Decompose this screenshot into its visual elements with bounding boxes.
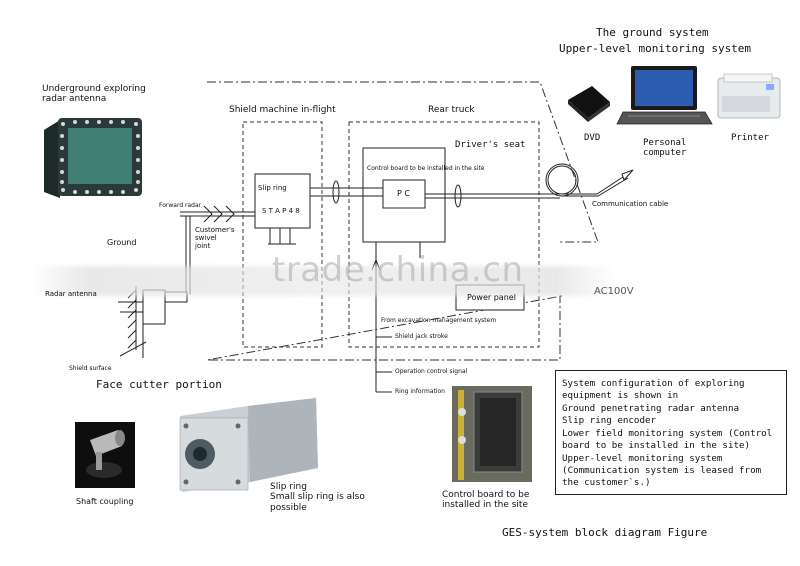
- shield-surface-label: Shield surface: [69, 366, 112, 372]
- config-line: Upper-level monitoring system: [562, 453, 780, 465]
- communication-cable-label: Communication cable: [592, 201, 668, 208]
- personal-computer-icon: [617, 66, 712, 124]
- shaft-coupling-photo: [75, 422, 135, 488]
- swivel-joint-label: Customer's swivel joint: [195, 226, 235, 250]
- config-line: Ground penetrating radar antenna: [562, 403, 780, 415]
- pc-label: P C: [397, 190, 410, 198]
- signal-ring-information: Ring information: [395, 389, 445, 395]
- upper-monitoring-title: Upper-level monitoring system: [559, 43, 751, 54]
- ground-label: Ground: [107, 239, 136, 247]
- dvd-icon: [568, 86, 610, 122]
- system-configuration-box: System configuration of exploring equipm…: [555, 370, 787, 495]
- drivers-seat-label: Driver's seat: [455, 141, 525, 150]
- face-cutter-label: Face cutter portion: [96, 379, 222, 390]
- radar-antenna-label: Radar antenna: [45, 291, 97, 298]
- rear-truck-title: Rear truck: [428, 106, 475, 115]
- figure-title: GES-system block diagram Figure: [502, 527, 707, 538]
- excavation-system-label: From excavation management system: [381, 318, 496, 324]
- signal-operation-control: Operation control signal: [395, 369, 467, 375]
- config-line: System configuration of exploring equipm…: [562, 378, 780, 403]
- printer-icon: [718, 74, 780, 118]
- slip-ring-box: [255, 174, 310, 228]
- radar-antenna-photo: [44, 118, 142, 198]
- slip-ring-model: S T A P 4 8: [262, 208, 300, 215]
- control-board-photo: [452, 386, 532, 482]
- control-board-box-label: Control board to be installed in the sit…: [367, 166, 485, 172]
- power-panel-label: Power panel: [467, 294, 516, 302]
- printer-label: Printer: [731, 134, 769, 143]
- dvd-label: DVD: [584, 134, 600, 143]
- watermark-text: trade.china.cn: [272, 250, 524, 290]
- personal-computer-label: Personal computer: [643, 138, 686, 159]
- config-line: Lower field monitoring system (Control b…: [562, 428, 780, 453]
- shield-machine-box: [243, 122, 322, 347]
- slip-ring-box-label: Slip ring: [258, 185, 287, 192]
- ac100v-label: AC100V: [594, 287, 634, 297]
- shaft-coupling-caption: Shaft coupling: [76, 498, 133, 506]
- control-board-caption: Control board to be installed in the sit…: [442, 490, 529, 511]
- ground-system-title: The ground system: [596, 27, 709, 38]
- signal-shield-jack: Shield jack stroke: [395, 334, 448, 340]
- config-line: (Communication system is leased from the…: [562, 465, 780, 490]
- slip-ring-photo: [180, 398, 318, 492]
- slip-ring-caption: Slip ring Small slip ring is also possib…: [270, 482, 365, 513]
- shield-machine-title: Shield machine in-flight: [229, 106, 336, 115]
- config-line: Slip ring encoder: [562, 415, 780, 427]
- forward-radar-label: Forward radar: [159, 203, 201, 209]
- radar-antenna-title: Underground exploring radar antenna: [42, 84, 146, 105]
- cable-coil: [546, 164, 578, 196]
